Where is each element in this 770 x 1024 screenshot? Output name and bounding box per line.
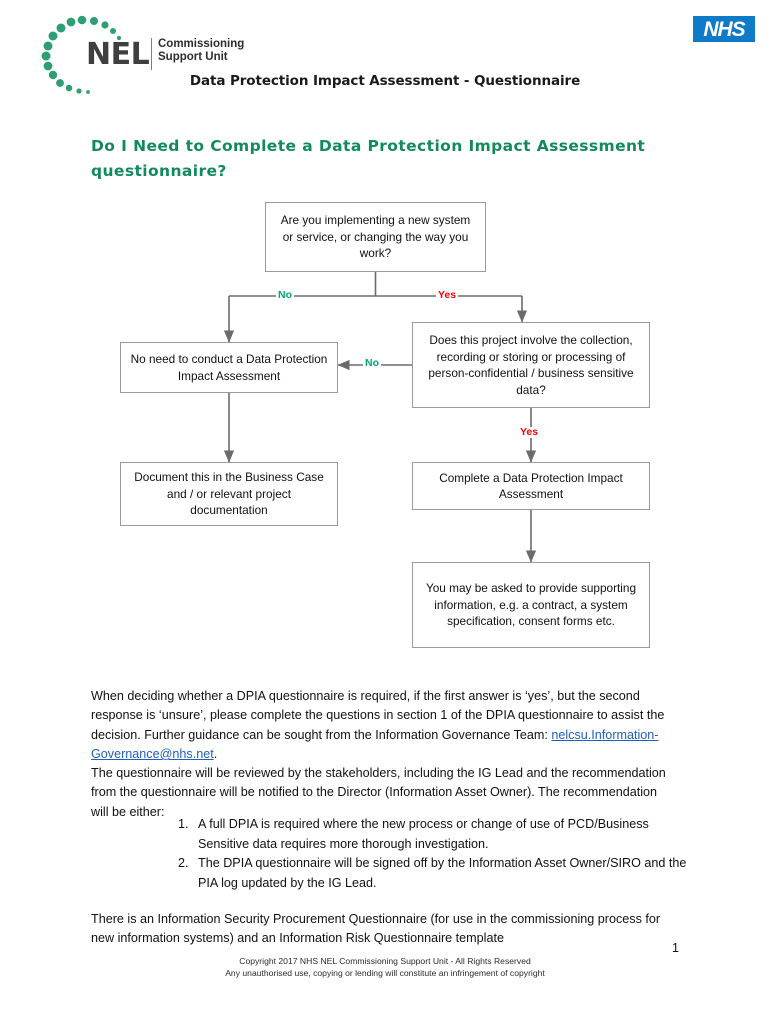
nel-subwordmark: Commissioning Support Unit <box>158 38 244 64</box>
nel-logo: NEL Commissioning Support Unit <box>38 14 244 96</box>
list-item: The DPIA questionnaire will be signed of… <box>192 854 692 893</box>
footer-copyright-line: Copyright 2017 NHS NEL Commissioning Sup… <box>239 956 531 966</box>
nel-wordmark: NEL <box>86 37 150 72</box>
flow-label-yes-2: Yes <box>518 426 541 438</box>
ig-team-email-link[interactable]: nelcsu.Information-Governance@nhs.net <box>91 727 659 762</box>
paragraph-procurement: There is an Information Security Procure… <box>91 911 661 946</box>
flow-box-document: Document this in the Business Case and /… <box>120 462 338 526</box>
paragraph-guidance-text: When deciding whether a DPIA questionnai… <box>91 688 665 742</box>
page-header: NEL Commissioning Support Unit NHS Data … <box>0 0 770 110</box>
flow-box-complete-dpia: Complete a Data Protection Impact Assess… <box>412 462 650 510</box>
nel-subwordmark-line1: Commissioning <box>158 38 245 50</box>
paragraph-review: The questionnaire will be reviewed by th… <box>91 765 666 819</box>
flow-label-no-1: No <box>276 289 294 301</box>
flow-label-no-2: No <box>363 357 381 369</box>
flow-box-provide-info: You may be asked to provide supporting i… <box>412 562 650 648</box>
page-number: 1 <box>672 941 679 955</box>
flow-box-question-1: Are you implementing a new system or ser… <box>265 202 486 272</box>
document-title: Data Protection Impact Assessment - Ques… <box>189 73 581 89</box>
footer-notice-line: Any unauthorised use, copying or lending… <box>225 968 545 978</box>
paragraph-guidance: When deciding whether a DPIA questionnai… <box>91 687 671 765</box>
recommendation-list: A full DPIA is required where the new pr… <box>168 815 692 893</box>
nel-dots-icon <box>41 15 122 94</box>
nel-logo-divider <box>151 38 152 70</box>
page-footer: Copyright 2017 NHS NEL Commissioning Sup… <box>0 955 770 979</box>
list-item: A full DPIA is required where the new pr… <box>192 815 692 854</box>
flow-box-no-need: No need to conduct a Data Protection Imp… <box>120 342 338 393</box>
nel-subwordmark-line2: Support Unit <box>158 51 228 63</box>
nhs-logo-text: NHS <box>703 17 745 41</box>
flow-label-yes-1: Yes <box>436 289 459 301</box>
section-heading: Do I Need to Complete a Data Protection … <box>91 137 646 180</box>
paragraph-guidance-period: . <box>213 747 218 762</box>
flow-box-question-2: Does this project involve the collection… <box>412 322 650 408</box>
nhs-logo: NHS <box>693 16 755 42</box>
